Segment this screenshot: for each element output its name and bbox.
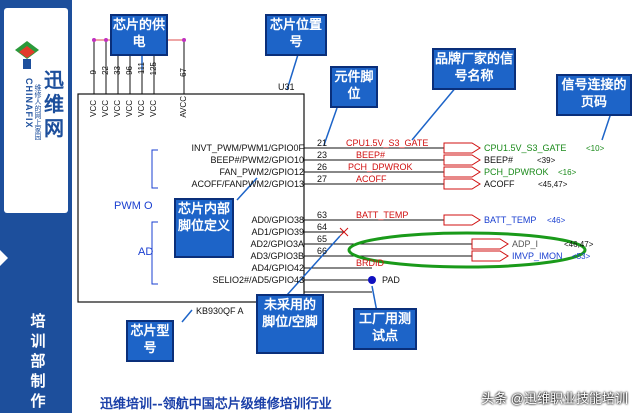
net-name: ACOFF xyxy=(356,174,387,184)
callout-internal-def: 芯片内部脚位定义 xyxy=(174,198,234,258)
pin-name: BEEP#/PWM2/GPIO10 xyxy=(210,155,304,165)
schematic-area: 9 22 33 96 111 125 67 VCC VCC VCC VCC VC… xyxy=(72,0,640,413)
brand-slogan: 维修人的网上家园 xyxy=(34,84,41,140)
footer-slogan: 迅维培训--领航中国芯片级维修培训行业 xyxy=(100,397,332,412)
group-pwm-label: PWM O xyxy=(114,200,153,212)
side-label: 培训部制作 xyxy=(30,313,46,410)
watermark: 头条 @迅维职业技能培训 xyxy=(481,391,628,406)
signal-label: IMVP_IMON xyxy=(512,251,563,261)
signal-label: ACOFF xyxy=(484,179,515,189)
chip-model: KB930QF A xyxy=(196,306,244,316)
pin-name: AD4/GPIO42 xyxy=(251,263,304,273)
vcc-label: VCC xyxy=(101,100,110,117)
pin-number: 21 xyxy=(317,138,328,148)
pin-name: SELIO2#/AD5/GPIO43 xyxy=(212,275,304,285)
chevron-right-icon xyxy=(0,250,8,266)
callout-ref-no: 芯片位置号 xyxy=(265,14,327,56)
callout-supply: 芯片的供电 xyxy=(110,14,168,56)
net-name: BATT_TEMP xyxy=(356,210,409,220)
net-name: CPU1.5V_S3_GATE xyxy=(346,138,429,148)
page-ref: <10> xyxy=(586,144,605,153)
pin-name: AD1/GPIO39 xyxy=(251,227,304,237)
pin-number: 63 xyxy=(317,210,328,220)
vcc-label: VCC xyxy=(125,100,134,117)
vcc-label: VCC xyxy=(137,100,146,117)
pin-number: 33 xyxy=(113,66,122,75)
pin-number: 9 xyxy=(89,70,98,75)
signal-label: BEEP# xyxy=(484,155,514,165)
pin-number: 26 xyxy=(317,162,328,172)
signal-label: ADP_I xyxy=(512,239,539,249)
pin-number: 23 xyxy=(317,150,328,160)
page-ref: <46,47> xyxy=(564,240,594,249)
chip-ref: U31 xyxy=(278,82,295,92)
page-ref: <16> xyxy=(558,168,577,177)
pin-number: 96 xyxy=(125,66,134,75)
signal-label: BATT_TEMP xyxy=(484,215,537,225)
group-ad-label: AD xyxy=(138,246,154,258)
callout-unused-pin: 未采用的脚位/空脚 xyxy=(256,294,324,354)
vcc-label: VCC xyxy=(149,100,158,117)
callout-pin-pos: 元件脚位 xyxy=(330,66,378,108)
avcc-label: AVCC xyxy=(179,96,188,118)
signal-label: CPU1.5V_S3_GATE xyxy=(484,143,567,153)
signal-label: PCH_DPWROK xyxy=(484,167,549,177)
pin-name: INVT_PWM/PWM1/GPIO0F xyxy=(191,143,304,153)
pin-number: 66 xyxy=(317,246,328,256)
brand-english: CHINAFIX xyxy=(24,78,34,129)
brand-logo-icon xyxy=(15,41,39,69)
brand-sidebar: CHINAFIX 维修人的网上家园 迅维网 培训部制作 xyxy=(0,0,72,413)
pin-name: AD0/GPIO38 xyxy=(251,215,304,225)
pin-number: 111 xyxy=(137,62,146,75)
net-name: PCH_DPWROK xyxy=(348,162,413,172)
brand-name: 迅维网 xyxy=(44,68,64,140)
pin-number: 64 xyxy=(317,222,328,232)
callout-page-no: 信号连接的页码 xyxy=(556,74,632,116)
page-ref: <39> xyxy=(537,156,556,165)
net-name: BEEP# xyxy=(356,150,386,160)
pad-label: PAD xyxy=(382,275,400,285)
page-ref: <46> xyxy=(547,216,566,225)
callout-model: 芯片型号 xyxy=(126,320,174,362)
brand-box: CHINAFIX 维修人的网上家园 迅维网 xyxy=(4,8,68,213)
pin-name: AD3/GPIO3B xyxy=(250,251,304,261)
pin-name: FAN_PWM2/GPIO12 xyxy=(219,167,304,177)
net-name: BRDID xyxy=(356,258,385,268)
pin-name: ACOFF/FANPWM2/GPIO13 xyxy=(191,179,304,189)
page-ref: <45,47> xyxy=(538,180,568,189)
pin-number: 67 xyxy=(179,68,188,77)
callout-factory-test: 工厂用测试点 xyxy=(353,308,417,350)
pin-number: 27 xyxy=(317,174,328,184)
vcc-label: VCC xyxy=(89,100,98,117)
pin-name: AD2/GPIO3A xyxy=(250,239,304,249)
callout-vendor-signal: 品牌厂家的信号名称 xyxy=(432,48,516,90)
pin-number: 22 xyxy=(101,66,110,75)
page-ref: <53> xyxy=(572,252,591,261)
pin-number: 65 xyxy=(317,234,328,244)
pin-number: 125 xyxy=(149,62,158,76)
vcc-label: VCC xyxy=(113,100,122,117)
